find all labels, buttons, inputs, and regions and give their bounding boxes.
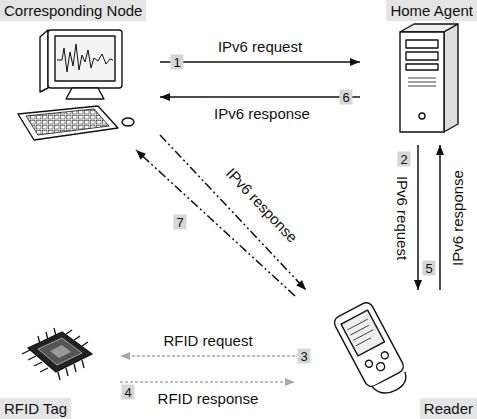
edge-label: IPv6 response xyxy=(222,163,303,247)
node-label: Corresponding Node xyxy=(0,0,146,21)
network-node: Home Agent xyxy=(360,0,477,145)
connector-arrow xyxy=(120,355,295,357)
connector-arrow xyxy=(160,135,306,290)
edge-label: IPv6 request xyxy=(394,174,411,262)
callout-number: 4 xyxy=(121,385,134,400)
callout-number: 6 xyxy=(339,90,352,105)
connector-arrow xyxy=(417,145,419,290)
network-node: RFID Tag xyxy=(0,320,120,419)
edge-label: IPv6 response xyxy=(449,168,466,268)
edge-label: IPv6 response xyxy=(212,105,312,122)
network-node: Reader xyxy=(295,290,477,419)
callout-number: 3 xyxy=(297,349,310,364)
edge-label: RFID request xyxy=(161,332,254,349)
connector-arrow xyxy=(160,61,360,63)
computer-icon xyxy=(18,30,134,140)
chip-icon xyxy=(22,328,92,380)
node-label: Reader xyxy=(420,398,477,419)
edge-label: IPv6 request xyxy=(216,38,304,55)
connector-arrow xyxy=(439,145,441,290)
edge-label: RFID response xyxy=(156,390,261,407)
connector-arrow xyxy=(160,96,360,98)
callout-number: 2 xyxy=(397,152,410,167)
callout-number: 5 xyxy=(422,261,435,276)
connector-arrow xyxy=(120,381,295,383)
callout-number: 1 xyxy=(170,55,183,70)
node-label: Home Agent xyxy=(386,0,477,21)
reader-icon xyxy=(332,300,412,401)
callout-number: 7 xyxy=(173,215,186,230)
network-node: Corresponding Node xyxy=(0,0,160,150)
server-icon xyxy=(400,24,458,132)
node-label: RFID Tag xyxy=(0,398,71,419)
